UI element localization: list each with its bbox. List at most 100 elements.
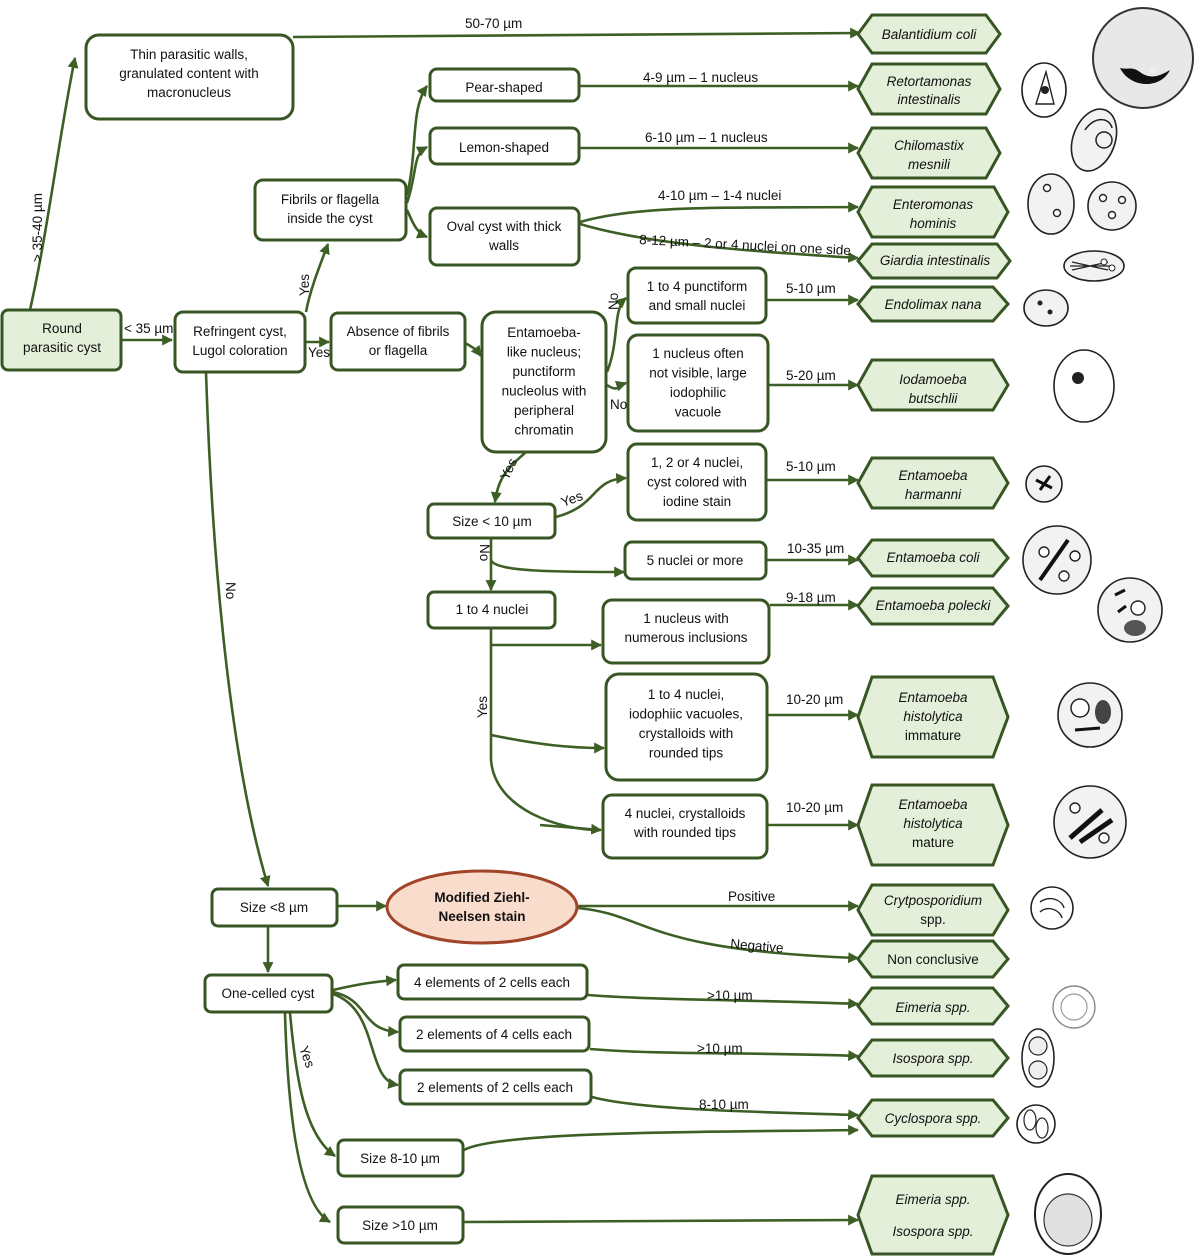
label-positive: Positive: [728, 889, 775, 904]
svg-text:Lemon-shaped: Lemon-shaped: [459, 140, 549, 155]
label-yes-onecell: Yes: [296, 1044, 318, 1070]
histolytica-mature-illustration: [1053, 785, 1127, 859]
label-gt35: > 35-40 µm: [30, 193, 45, 262]
svg-text:4 elements of 2 cells each: 4 elements of 2 cells each: [414, 975, 570, 990]
label-harm-size: 5-10 µm: [786, 459, 836, 474]
node-one-celled-cyst: One-celled cyst: [203, 973, 334, 1014]
node-thin-walls: Thin parasitic walls,granulated content …: [84, 33, 295, 121]
label-pear-size: 4-9 µm – 1 nucleus: [643, 70, 758, 85]
node-iodophilic-vacuoles: 1 to 4 nuclei,iodophiic vacuoles,crystal…: [604, 672, 769, 782]
label-mature-size: 10-20 µm: [786, 800, 843, 815]
label-coli-size: 10-35 µm: [787, 541, 844, 556]
label-oval-entero: 4-10 µm – 1-4 nuclei: [658, 188, 781, 203]
svg-text:Eimeria spp.: Eimeria spp.: [895, 1000, 970, 1015]
node-size-lt10: Size < 10 µm: [426, 502, 557, 540]
svg-text:Cyclospora spp.: Cyclospora spp.: [885, 1111, 982, 1126]
result-giardia: Giardia intestinalis: [856, 242, 1012, 280]
node-ziehl-neelsen: Modified Ziehl-Neelsen stain: [385, 869, 579, 945]
label-negative: Negative: [730, 936, 784, 956]
label-yes-iodine: Yes: [559, 488, 585, 510]
result-balantidium-coli: Balantidium coli: [856, 13, 1002, 55]
node-lemon-shaped: Lemon-shaped: [428, 126, 581, 166]
svg-text:Thin parasitic walls,granulate: Thin parasitic walls,granulated content …: [119, 47, 259, 100]
label-lemon-size: 6-10 µm – 1 nucleus: [645, 130, 768, 145]
svg-text:Giardia intestinalis: Giardia intestinalis: [880, 253, 991, 268]
isospora-illustration: [1021, 1028, 1055, 1088]
label-oval-giardia: 8-12 µm – 2 or 4 nuclei on one side: [639, 232, 851, 258]
svg-text:Size <8 µm: Size <8 µm: [240, 900, 308, 915]
node-two-elements-four-cells: 2 elements of 4 cells each: [398, 1015, 591, 1053]
eimeria-isospora-illustration: [1034, 1173, 1102, 1255]
svg-text:2 elements of 2 cells each: 2 elements of 2 cells each: [417, 1080, 573, 1095]
svg-text:2 elements of 4 cells each: 2 elements of 4 cells each: [416, 1027, 572, 1042]
svg-text:Refringent cyst,Lugol colorati: Refringent cyst,Lugol coloration: [192, 324, 287, 358]
result-non-conclusive: Non conclusive: [856, 939, 1010, 979]
node-one-to-four-nuclei: 1 to 4 nuclei: [426, 590, 557, 630]
label-no-punct: No: [606, 293, 621, 310]
svg-text:Size >10 µm: Size >10 µm: [362, 1218, 438, 1233]
label-endo-size: 5-10 µm: [786, 281, 836, 296]
result-entamoeba-polecki: Entamoeba polecki: [856, 586, 1010, 626]
giardia-illustration: [1063, 250, 1125, 282]
svg-text:Entamoeba-like nucleus;punctif: Entamoeba-like nucleus;punctiformnucleol…: [502, 325, 587, 438]
label-lt35: < 35 µm: [124, 321, 173, 336]
svg-text:Entamoeba polecki: Entamoeba polecki: [876, 598, 992, 613]
svg-text:Modified Ziehl-Neelsen stain: Modified Ziehl-Neelsen stain: [434, 890, 529, 924]
svg-text:Endolimax nana: Endolimax nana: [885, 297, 982, 312]
result-eimeria-isospora: Eimeria spp.Isospora spp.: [856, 1174, 1010, 1256]
svg-text:1 to 4 nuclei,iodophiic vacuol: 1 to 4 nuclei,iodophiic vacuoles,crystal…: [629, 687, 743, 761]
label-yes-onefour: Yes: [475, 696, 490, 718]
label-cyclo-size: 8-10 µm: [699, 1097, 749, 1112]
result-entamoeba-coli: Entamoeba coli: [856, 538, 1010, 578]
endolimax-illustration: [1023, 289, 1069, 327]
node-refringent-cyst: Refringent cyst,Lugol coloration: [173, 310, 307, 374]
label-no-size10: No: [477, 544, 492, 561]
parasite-illustrations: [1016, 7, 1194, 1255]
svg-text:Eimeria spp.Isospora spp.: Eimeria spp.Isospora spp.: [892, 1192, 973, 1239]
node-size-8-10: Size 8-10 µm: [336, 1138, 465, 1178]
node-pear-shaped: Pear-shaped: [428, 67, 581, 103]
cyclospora-illustration: [1016, 1104, 1056, 1144]
svg-text:Balantidium coli: Balantidium coli: [882, 27, 978, 42]
node-size-lt8: Size <8 µm: [210, 887, 339, 928]
label-iso-size: >10 µm: [697, 1041, 743, 1056]
enteromonas-illustration: [1027, 173, 1137, 235]
node-two-elements-two-cells: 2 elements of 2 cells each: [398, 1068, 593, 1106]
eimeria-illustration: [1052, 985, 1096, 1029]
label-no-main: No: [223, 582, 238, 599]
result-endolimax: Endolimax nana: [856, 285, 1011, 323]
label-immature-size: 10-20 µm: [786, 692, 843, 707]
node-size-gt10: Size >10 µm: [336, 1205, 465, 1245]
label-iodo-size: 5-20 µm: [786, 368, 836, 383]
